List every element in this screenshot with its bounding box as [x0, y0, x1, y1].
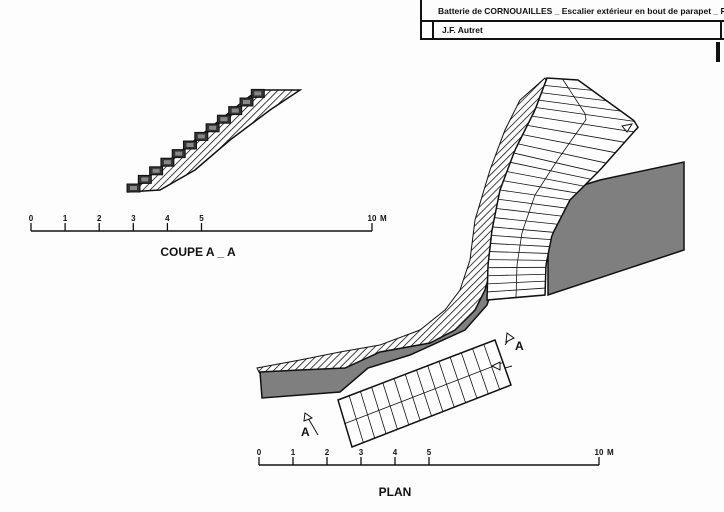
scale-tick-label: 3 [131, 214, 136, 223]
section-marker-left: A [301, 425, 310, 439]
drawing-title: Batterie de CORNOUAILLES _ Escalier exté… [422, 0, 724, 22]
stone-block [547, 161, 685, 297]
arrow-icon [621, 123, 634, 133]
scale-tick-label: 10 [595, 448, 604, 457]
scale-tick-label: 4 [165, 214, 170, 223]
section-marker-right: A [515, 339, 524, 353]
section-step-inner [220, 117, 228, 122]
scale-unit: M [380, 214, 387, 223]
section-step-inner [254, 91, 262, 96]
plan-drawing: A A [256, 77, 685, 448]
scale-tick-label: 2 [97, 214, 102, 223]
walking-line [344, 362, 504, 424]
scale-tick-label: 0 [257, 448, 262, 457]
section-drawing [126, 88, 303, 193]
section-step-inner [141, 177, 149, 182]
scale-tick-label: 1 [63, 214, 68, 223]
section-step-inner [186, 143, 194, 147]
section-step-inner [231, 108, 239, 113]
author-name: J.F. Autret [434, 22, 722, 38]
title-block-cell [422, 22, 434, 38]
section-steps [126, 88, 265, 193]
section-step-inner [209, 125, 217, 130]
arrow-icon [303, 412, 314, 422]
section-step-inner [175, 151, 183, 156]
walking-line [515, 78, 587, 298]
section-markers [303, 123, 634, 436]
section-step-inner [163, 160, 171, 165]
stair-tread [535, 107, 636, 122]
section-step-inner [243, 100, 250, 104]
straight-staircase [337, 339, 512, 448]
arrow-icon [490, 361, 501, 371]
section-title: COUPE A _ A [160, 245, 236, 259]
edge-mark [716, 42, 720, 62]
scale-tick-label: 5 [427, 448, 432, 457]
section-step-inner [130, 186, 137, 190]
section-hatch [126, 89, 303, 193]
curved-staircase [486, 77, 639, 301]
scale-tick-label: 5 [199, 214, 204, 223]
section-step-inner [152, 168, 160, 173]
arrow-icon [505, 332, 515, 343]
scale-tick-label: 1 [291, 448, 296, 457]
section-step-inner [197, 134, 205, 139]
scale-tick-label: 2 [325, 448, 330, 457]
scale-unit: M [607, 448, 614, 457]
scale-tick-label: 10 [368, 214, 377, 223]
title-block: Batterie de CORNOUAILLES _ Escalier exté… [420, 0, 724, 40]
scale-tick-label: 3 [359, 448, 364, 457]
curved-stair-outline [486, 77, 639, 301]
plan-title: PLAN [379, 485, 412, 499]
scale-tick-label: 4 [393, 448, 398, 457]
scale-tick-label: 0 [29, 214, 34, 223]
